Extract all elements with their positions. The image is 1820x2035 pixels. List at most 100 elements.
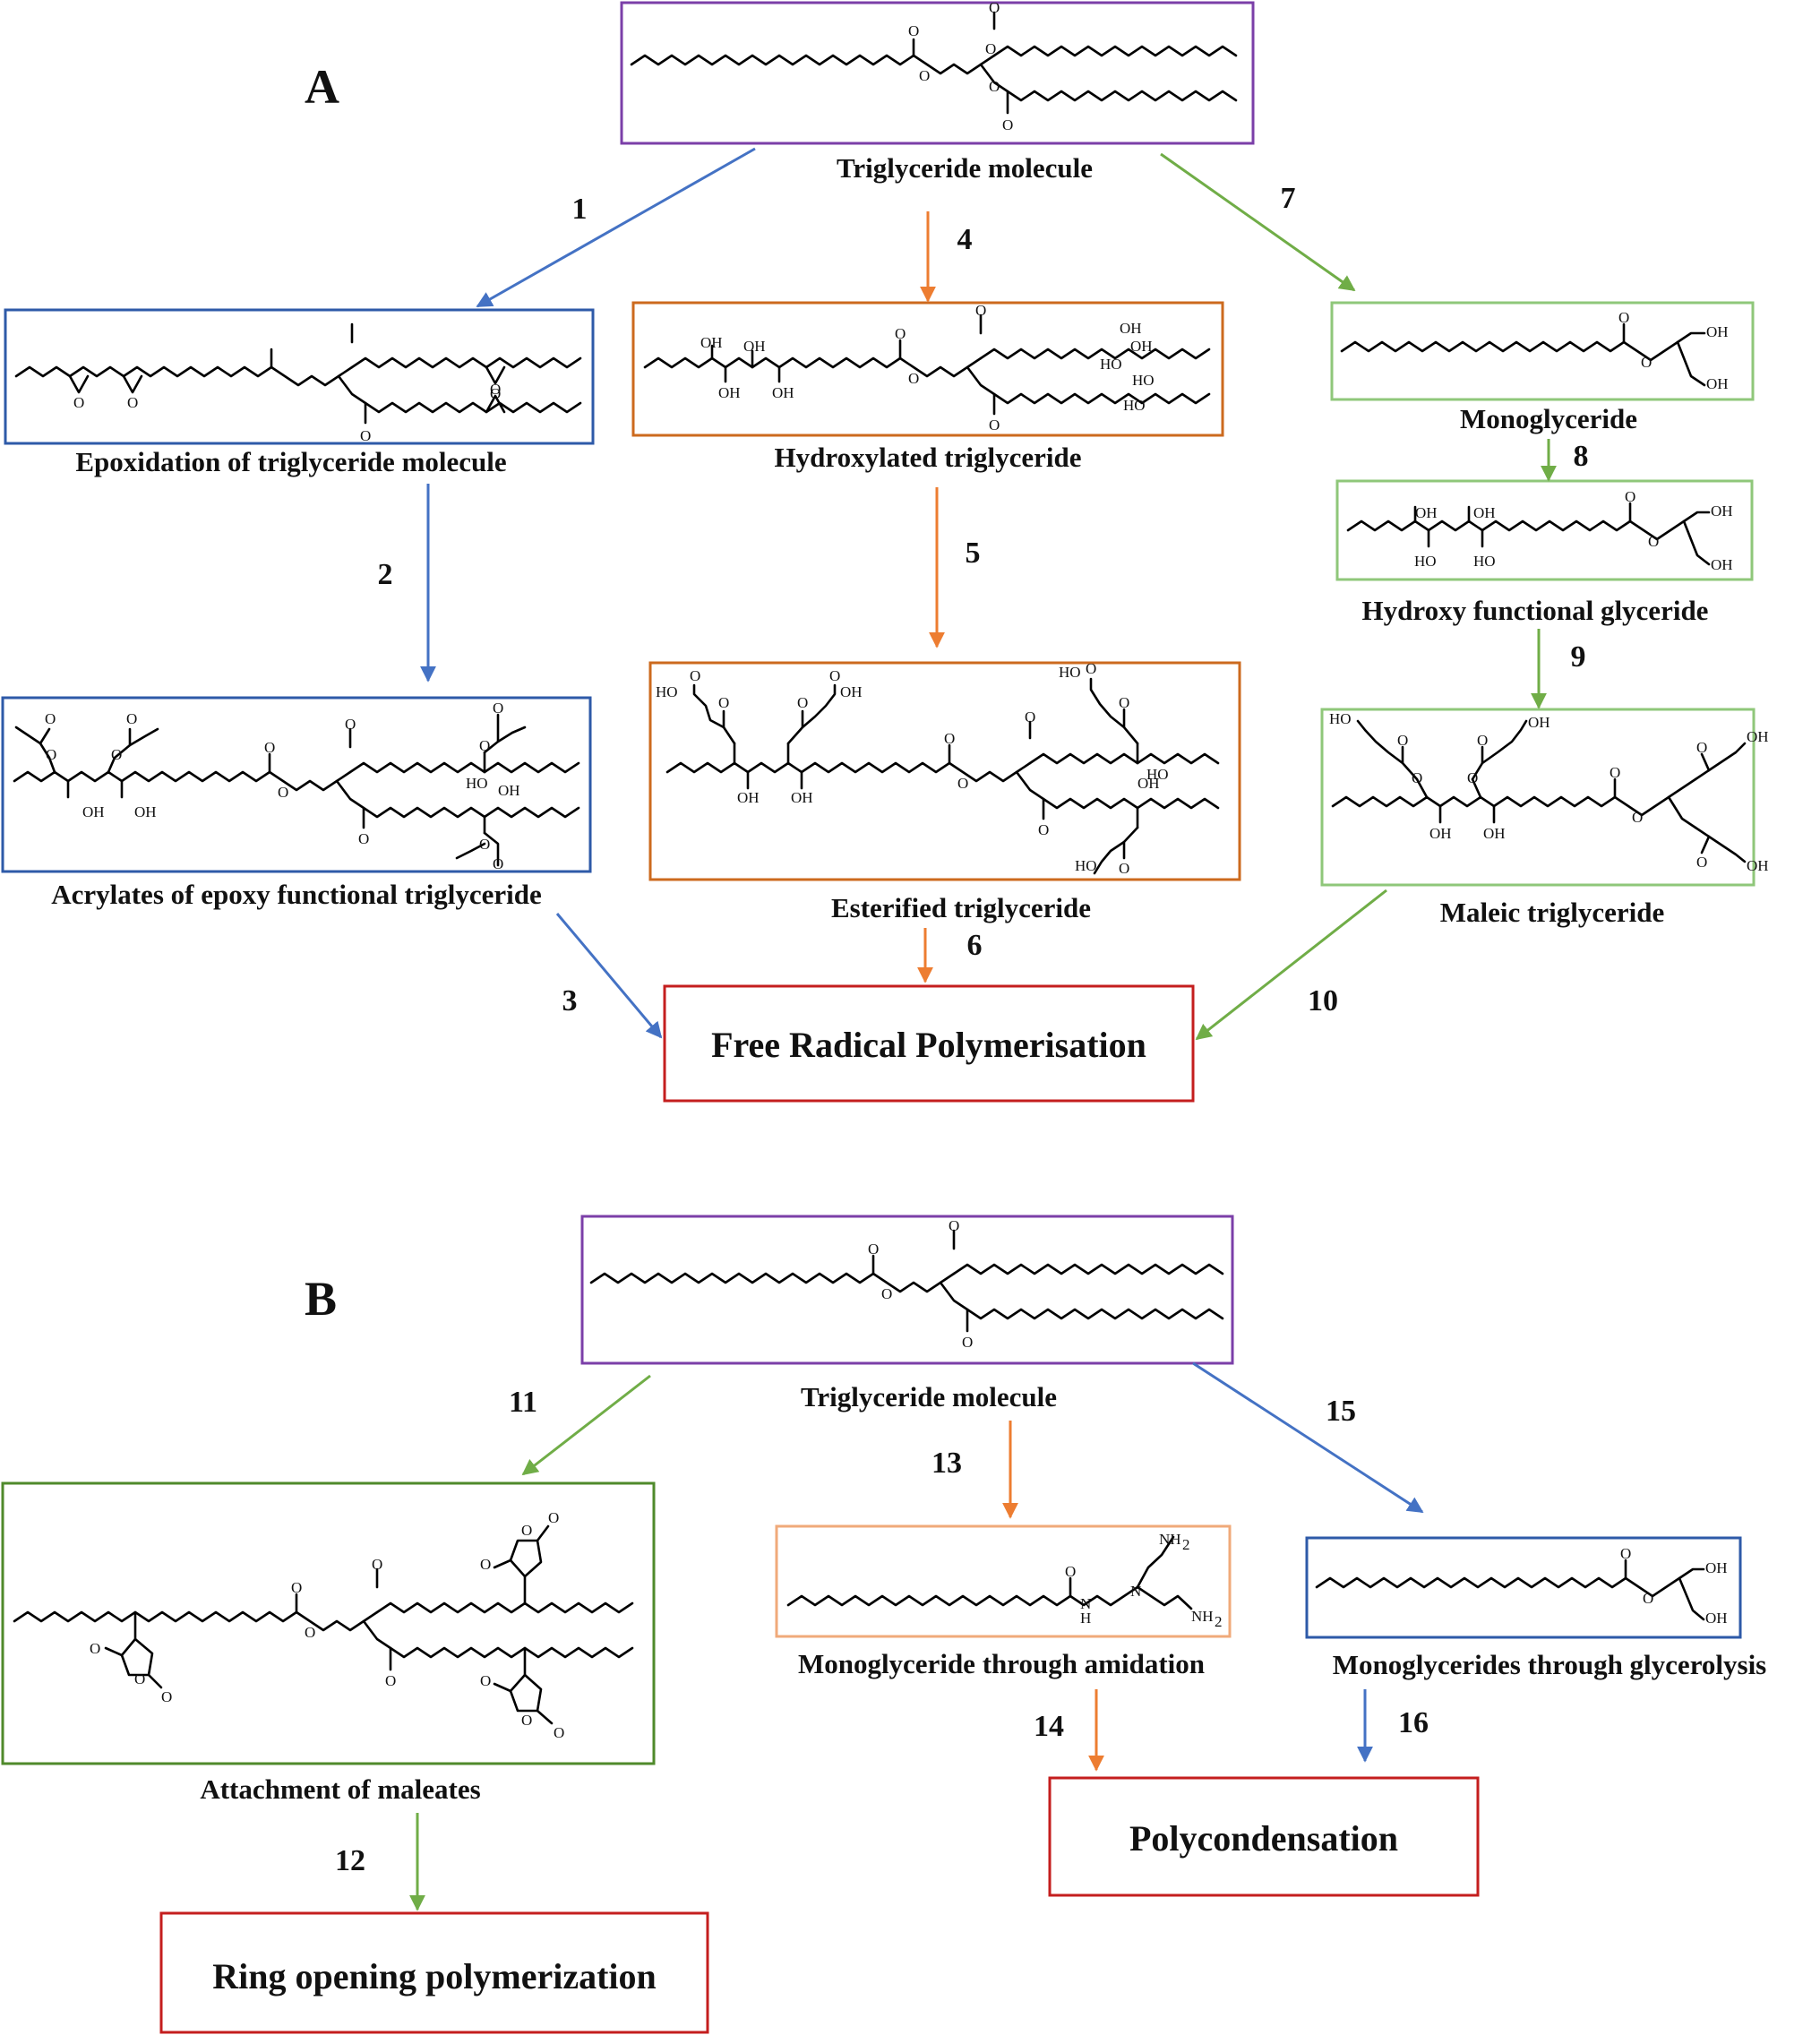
atom-label: HO xyxy=(656,683,678,700)
atom-label: OH xyxy=(1138,775,1160,792)
atom-label: O xyxy=(797,694,808,711)
step-number-12: 12 xyxy=(335,1844,365,1877)
maleates-structure xyxy=(13,1524,634,1725)
atom-label: O xyxy=(1065,1563,1076,1580)
atom-label: OH xyxy=(1130,338,1153,355)
atom-label: O xyxy=(493,855,503,872)
atom-label: HO xyxy=(1414,553,1437,570)
atom-label: O xyxy=(1412,769,1422,786)
atom-label: OH xyxy=(718,384,741,401)
atom-label: O xyxy=(868,1241,879,1258)
atom-label: O xyxy=(554,1724,564,1741)
atom-label: HO xyxy=(1329,710,1352,727)
atom-label: OH xyxy=(700,334,723,351)
triglyceride-structure-b xyxy=(589,1229,1224,1333)
atom-label: OH xyxy=(743,338,766,355)
atom-label: OH xyxy=(1429,825,1452,842)
atom-label: O xyxy=(1119,694,1129,711)
atom-label: O xyxy=(1625,488,1635,505)
atom-label: O xyxy=(73,394,84,411)
atom-label: OH xyxy=(1706,375,1729,392)
amidation-structure xyxy=(786,1535,1193,1610)
monoglyceride-structure xyxy=(1340,322,1706,387)
step-number-9: 9 xyxy=(1571,640,1586,674)
atom-label: OH xyxy=(1706,323,1729,340)
epoxidation-caption: Epoxidation of triglyceride molecule xyxy=(75,446,506,477)
panel-label-b: B xyxy=(305,1272,337,1326)
step-number-6: 6 xyxy=(967,929,983,962)
panel-label-a: A xyxy=(305,60,339,114)
atom-label: O xyxy=(1119,860,1129,877)
atom-label: O xyxy=(919,67,930,84)
atom-label: 2 xyxy=(1215,1613,1223,1630)
maleates-box xyxy=(1,1481,656,1765)
esterified-box xyxy=(648,661,1241,881)
step-number-15: 15 xyxy=(1326,1395,1356,1428)
atom-label: O xyxy=(908,22,919,39)
atom-label: OH xyxy=(840,683,863,700)
atom-label: O xyxy=(1618,309,1629,326)
step-number-7: 7 xyxy=(1281,182,1296,215)
atom-label: OH xyxy=(1528,714,1550,731)
atom-label: O xyxy=(1648,533,1659,550)
maleic-caption: Maleic triglyceride xyxy=(1440,897,1664,928)
atom-label: 2 xyxy=(1182,1536,1190,1553)
atom-label: O xyxy=(1025,708,1035,726)
atom-label: OH xyxy=(1711,556,1733,573)
atom-label: O xyxy=(718,694,729,711)
atom-label: O xyxy=(1696,739,1707,756)
acrylates-caption: Acrylates of epoxy functional triglyceri… xyxy=(51,879,542,910)
polycondensation-label: Polycondensation xyxy=(1129,1818,1398,1859)
atom-label: O xyxy=(521,1522,532,1539)
hydroxy-glyceride-box xyxy=(1335,479,1754,581)
atom-label: O xyxy=(944,730,955,747)
atom-label: O xyxy=(548,1509,559,1526)
atom-label: O xyxy=(1397,732,1408,749)
atom-label: O xyxy=(90,1640,100,1657)
atom-label: O xyxy=(126,710,137,727)
atom-label: O xyxy=(829,667,840,684)
atom-label: O xyxy=(46,746,56,763)
atom-label: O xyxy=(358,830,369,847)
triglyceride-box-a xyxy=(620,1,1255,145)
atom-label: O xyxy=(479,836,490,853)
arrow-step-7 xyxy=(1160,152,1356,292)
arrow-step-11 xyxy=(521,1374,651,1476)
acrylates-box xyxy=(1,696,592,873)
atom-label: O xyxy=(161,1688,172,1705)
atom-label: O xyxy=(490,381,501,398)
amidation-caption: Monoglyceride through amidation xyxy=(798,1648,1205,1679)
atom-label: NH xyxy=(1191,1608,1214,1625)
epoxidation-box xyxy=(4,308,595,445)
atom-label: OH xyxy=(1473,504,1496,521)
atom-label: O xyxy=(1086,660,1096,677)
atom-label: OH xyxy=(1747,728,1769,745)
amidation-box xyxy=(775,1524,1232,1638)
atom-label: O xyxy=(479,737,490,754)
atom-label: O xyxy=(493,700,503,717)
triglyceride-box-b xyxy=(580,1215,1234,1365)
arrow-step-10 xyxy=(1195,889,1387,1041)
atom-label: HO xyxy=(1123,397,1146,414)
atom-label: O xyxy=(975,302,986,319)
atom-label: OH xyxy=(772,384,794,401)
glycerolysis-caption: Monoglycerides through glycerolysis xyxy=(1333,1649,1767,1680)
atom-label: O xyxy=(45,710,56,727)
epoxidized-structure xyxy=(14,322,582,425)
atom-label: O xyxy=(291,1579,302,1596)
step-number-8: 8 xyxy=(1574,440,1589,473)
arrow-step-1 xyxy=(476,147,756,308)
free-radical-box xyxy=(663,984,1195,1103)
atom-label: O xyxy=(989,416,1000,434)
atom-label: NH xyxy=(1159,1531,1181,1548)
atom-label: HO xyxy=(1059,664,1081,681)
polycondensation-box xyxy=(1048,1776,1480,1897)
atom-label: O xyxy=(1477,732,1488,749)
atom-label: O xyxy=(1632,809,1643,826)
atom-label: O xyxy=(345,716,356,733)
atom-label: O xyxy=(962,1334,973,1351)
step-number-5: 5 xyxy=(966,537,981,570)
atom-label: HO xyxy=(1146,766,1169,783)
maleates-caption: Attachment of maleates xyxy=(200,1773,480,1805)
